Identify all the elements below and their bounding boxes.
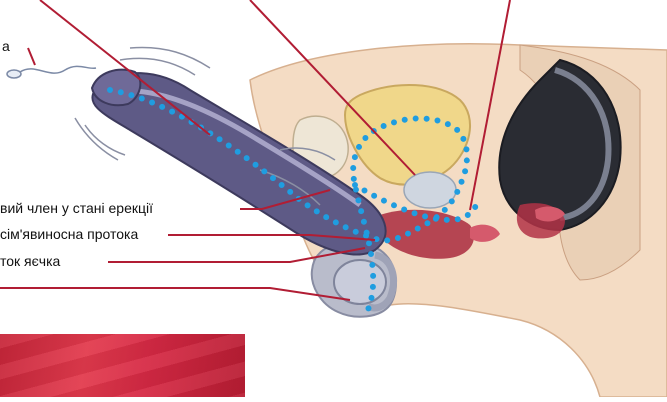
testis	[334, 260, 386, 304]
photo-strip	[0, 334, 245, 397]
prostate	[404, 172, 456, 208]
sperm-icon	[7, 66, 96, 78]
label-vas-deferens: сім'явиносна протока	[0, 226, 138, 242]
label-epididymis: ток яєчка	[0, 253, 60, 269]
label-erect-penis: вий член у стані ерекції	[0, 200, 153, 216]
label-top-partial: а	[2, 38, 10, 54]
